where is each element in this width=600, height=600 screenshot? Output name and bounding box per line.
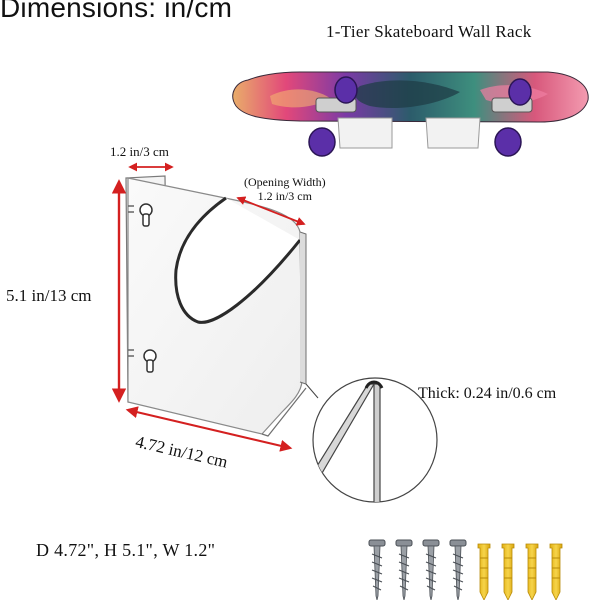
page-title: Dimensions: in/cm xyxy=(0,0,233,23)
depth-arrow xyxy=(125,406,293,452)
thickness-label: Thick: 0.24 in/0.6 cm xyxy=(418,385,557,402)
keyhole-icon xyxy=(139,203,153,227)
height-label: 5.1 in/13 cm xyxy=(6,286,92,305)
skateboard-wheel xyxy=(334,76,358,104)
screw-icon xyxy=(368,539,386,600)
dimensions-summary: D 4.72", H 5.1", W 1.2" xyxy=(36,540,216,560)
wall-anchor-icon xyxy=(549,543,563,600)
wall-anchor-icon xyxy=(501,543,515,600)
opening-width-value: 1.2 in/3 cm xyxy=(257,189,312,203)
mini-rack-bracket xyxy=(425,117,481,149)
product-name: 1-Tier Skateboard Wall Rack xyxy=(326,22,532,41)
skateboard-illustration xyxy=(232,71,589,157)
opening-width-caption: (Opening Width) xyxy=(244,175,326,189)
skateboard-wheel xyxy=(508,78,532,106)
zoom-pointer xyxy=(305,383,319,399)
screw-icon xyxy=(422,539,440,600)
opening-width-arrow xyxy=(236,196,306,226)
skateboard-wheel xyxy=(494,127,522,157)
opening-width-label: (Opening Width) 1.2 in/3 cm xyxy=(244,175,326,203)
zoom-edge-highlight xyxy=(364,380,384,389)
screws xyxy=(368,539,467,600)
skateboard-graphic xyxy=(355,80,460,109)
thickness-zoom xyxy=(305,377,438,503)
dimension-arrows xyxy=(111,162,306,452)
mini-rack-bracket xyxy=(337,117,393,149)
rack-slot-cutout xyxy=(174,196,302,324)
skateboard-graphic xyxy=(270,89,330,108)
wall-anchor-icon xyxy=(525,543,539,600)
rack-hinge xyxy=(128,205,134,357)
zoom-edge xyxy=(373,383,381,502)
top-width-label: 1.2 in/3 cm xyxy=(110,144,169,159)
screw-icon xyxy=(449,539,467,600)
wall-anchor-icon xyxy=(477,543,491,600)
screw-icon xyxy=(395,539,413,600)
wall-anchors xyxy=(477,543,563,600)
skateboard-wheel xyxy=(308,127,336,157)
keyhole-icon xyxy=(143,349,157,373)
rack-edge xyxy=(299,231,307,385)
